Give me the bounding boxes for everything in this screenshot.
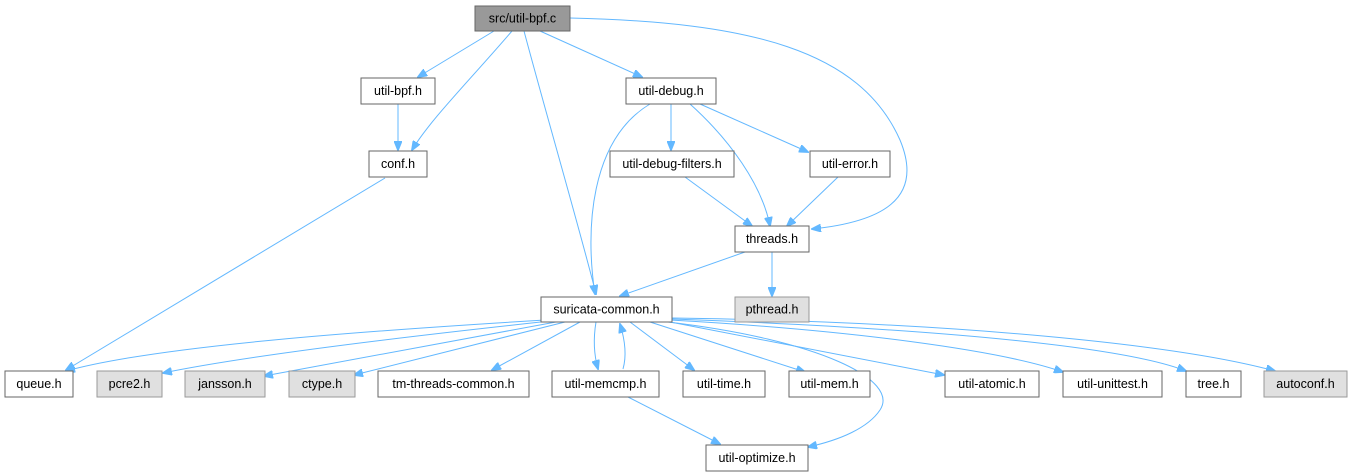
node-threads-h[interactable]: threads.h bbox=[734, 225, 810, 253]
node-src-util-bpf-c[interactable]: src/util-bpf.c bbox=[474, 5, 571, 32]
edge-suricata-common-h-util-optimize-h bbox=[667, 321, 884, 447]
edge-root-util-debug-h bbox=[539, 30, 642, 77]
edge-suricata-common-h-pcre2-h bbox=[163, 320, 551, 373]
edge-root-util-bpf-h bbox=[418, 30, 495, 77]
node-label: queue.h bbox=[16, 377, 61, 391]
node-label: conf.h bbox=[381, 157, 415, 171]
node-label: threads.h bbox=[746, 232, 798, 246]
edge-suricata-common-h-util-memcmp-h bbox=[594, 321, 598, 369]
node-label: jansson.h bbox=[197, 377, 252, 391]
node-label: src/util-bpf.c bbox=[489, 12, 556, 26]
edge-suricata-common-h-util-unittest-h bbox=[669, 319, 1063, 372]
node-label: util-atomic.h bbox=[958, 377, 1025, 391]
edge-util-error-h-threads-h bbox=[787, 176, 839, 226]
node-util-mem-h[interactable]: util-mem.h bbox=[788, 370, 871, 398]
node-util-atomic-h[interactable]: util-atomic.h bbox=[944, 370, 1040, 398]
edge-root-suricata-common-h bbox=[523, 30, 596, 294]
edge-util-debug-h-util-error-h bbox=[699, 103, 808, 152]
node-util-unittest-h[interactable]: util-unittest.h bbox=[1062, 370, 1163, 398]
edge-suricata-common-h-queue-h bbox=[66, 319, 546, 371]
node-jansson-h[interactable]: jansson.h bbox=[184, 370, 266, 398]
node-label: pcre2.h bbox=[109, 377, 151, 391]
edge-util-memcmp-h-util-optimize-h bbox=[627, 396, 720, 444]
node-conf-h[interactable]: conf.h bbox=[368, 150, 428, 178]
node-pcre2-h[interactable]: pcre2.h bbox=[96, 370, 163, 398]
node-label: util-time.h bbox=[697, 377, 751, 391]
edge-util-debug-filters-h-threads-h bbox=[684, 176, 752, 226]
node-label: util-debug-filters.h bbox=[622, 157, 721, 171]
node-label: tree.h bbox=[1198, 377, 1230, 391]
node-suricata-common-h[interactable]: suricata-common.h bbox=[540, 296, 673, 323]
node-pthread-h[interactable]: pthread.h bbox=[734, 296, 810, 323]
node-util-optimize-h[interactable]: util-optimize.h bbox=[705, 444, 809, 472]
node-label: util-unittest.h bbox=[1077, 377, 1148, 391]
edge-suricata-common-h-jansson-h bbox=[264, 321, 557, 376]
node-label: util-optimize.h bbox=[718, 451, 795, 465]
node-tree-h[interactable]: tree.h bbox=[1185, 370, 1242, 398]
node-label: suricata-common.h bbox=[553, 303, 659, 317]
node-util-error-h[interactable]: util-error.h bbox=[809, 150, 891, 178]
node-label: util-mem.h bbox=[800, 377, 858, 391]
node-ctype-h[interactable]: ctype.h bbox=[288, 370, 356, 398]
node-label: ctype.h bbox=[302, 377, 342, 391]
edge-util-debug-h-suricata-common-h bbox=[591, 103, 651, 294]
edge-threads-h-suricata-common-h bbox=[620, 251, 746, 296]
edge-suricata-common-h-util-time-h bbox=[629, 321, 694, 370]
node-util-memcmp-h[interactable]: util-memcmp.h bbox=[551, 370, 660, 398]
edge-util-debug-h-threads-h bbox=[689, 103, 770, 226]
node-tm-threads-common-h[interactable]: tm-threads-common.h bbox=[377, 370, 530, 398]
edge-suricata-common-h-tm-threads-common-h bbox=[492, 321, 581, 370]
node-label: util-debug.h bbox=[638, 84, 703, 98]
node-label: util-memcmp.h bbox=[565, 377, 647, 391]
edge-suricata-common-h-tree-h bbox=[671, 318, 1186, 371]
edge-suricata-common-h-ctype-h bbox=[354, 321, 566, 375]
node-util-debug-h[interactable]: util-debug.h bbox=[625, 77, 717, 105]
node-label: util-error.h bbox=[822, 157, 878, 171]
edge-root-conf-h bbox=[412, 30, 513, 150]
node-label: tm-threads-common.h bbox=[392, 377, 514, 391]
node-label: util-bpf.h bbox=[374, 84, 422, 98]
node-autoconf-h[interactable]: autoconf.h bbox=[1263, 370, 1348, 398]
edge-suricata-common-h-util-atomic-h bbox=[664, 320, 944, 375]
node-util-time-h[interactable]: util-time.h bbox=[682, 370, 766, 398]
edge-conf-h-queue-h bbox=[66, 177, 386, 370]
node-util-bpf-h[interactable]: util-bpf.h bbox=[360, 77, 436, 105]
node-label: autoconf.h bbox=[1276, 377, 1334, 391]
edges bbox=[66, 17, 1275, 447]
node-label: pthread.h bbox=[746, 303, 799, 317]
edge-root-threads-h bbox=[569, 17, 908, 229]
edge-util-memcmp-h-suricata-common-h bbox=[620, 324, 625, 370]
node-util-debug-filters-h[interactable]: util-debug-filters.h bbox=[609, 150, 735, 178]
edge-suricata-common-h-util-mem-h bbox=[649, 321, 805, 372]
node-queue-h[interactable]: queue.h bbox=[4, 370, 74, 398]
